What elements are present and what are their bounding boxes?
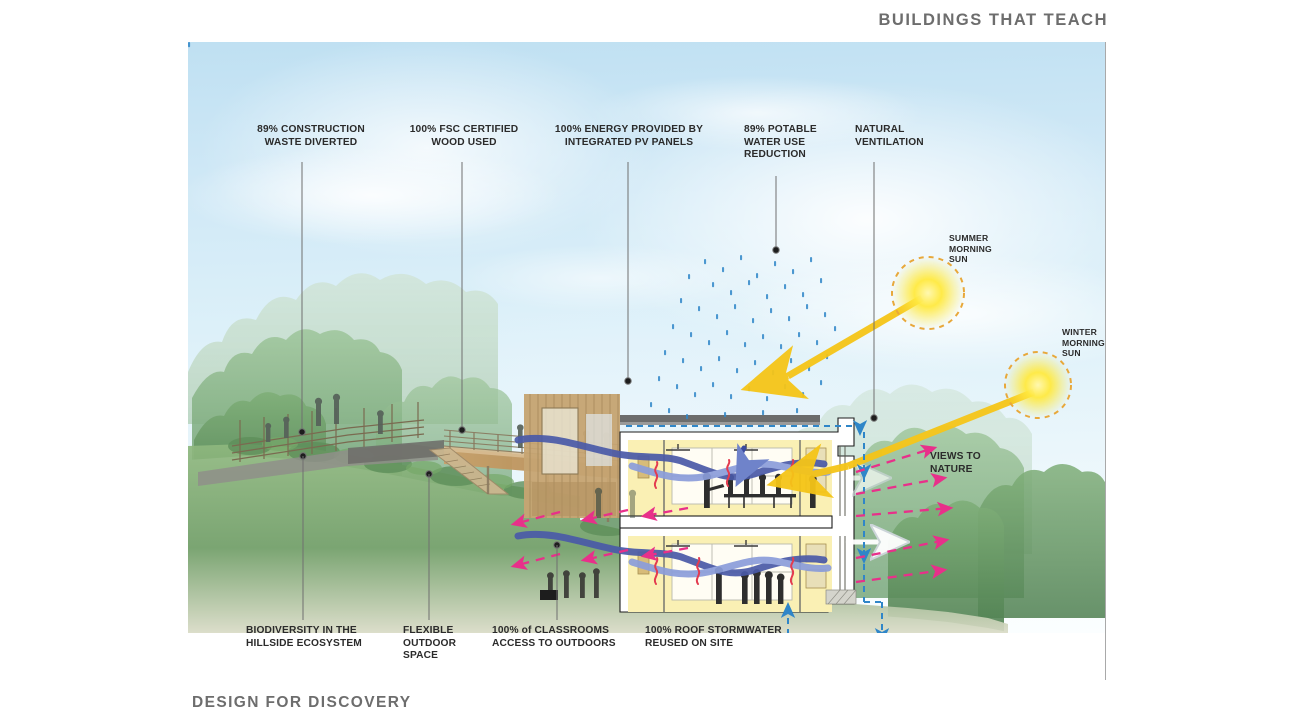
callout-natural-ventilation: NATURAL VENTILATION [855,124,924,148]
callout-fsc-wood: 100% FSC CERTIFIED WOOD USED [409,124,519,148]
stormwater-routing [626,420,890,633]
top-leader-lines [298,162,878,436]
callout-pv-energy: 100% ENERGY PROVIDED BY INTEGRATED PV PA… [554,124,704,148]
stack-ventilation-arrow [735,443,770,487]
winter-morning-sun [1004,351,1072,419]
summer-morning-sun [891,256,965,330]
callout-water-use: 89% POTABLE WATER USE REDUCTION [744,124,817,161]
winter-sun-ray-segment-a [846,388,1036,470]
callout-roof-stormwater: 100% ROOF STORMWATER REUSED ON SITE [645,625,782,649]
timber-entry-volume [524,394,620,518]
callout-biodiversity: BIODIVERSITY IN THE HILLSIDE ECOSYSTEM [246,625,362,649]
callout-classroom-outdoor-access: 100% of CLASSROOMS ACCESS TO OUTDOORS [492,625,616,649]
lower-floor-occupants [714,566,785,604]
callout-waste-diverted: 89% CONSTRUCTION WASTE DIVERTED [257,124,365,148]
label-summer-morning-sun: SUMMER MORNING SUN [949,233,992,265]
callout-flexible-outdoor-space: FLEXIBLE OUTDOOR SPACE [403,625,457,662]
diagram-artwork [188,42,1106,633]
right-edge-rule [1105,42,1107,680]
bottom-leader-lines [299,452,561,620]
label-views-to-nature: VIEWS TO NATURE [930,451,981,475]
scene-svg [188,42,1106,633]
label-winter-morning-sun: WINTER MORNING SUN [1062,327,1105,359]
winter-sun-ray-segment-b [766,443,849,499]
views-to-nature-arrows [510,444,954,584]
page-title: BUILDINGS THAT TEACH [878,11,1108,29]
balcony-people [594,487,637,518]
page-footer-title: DESIGN FOR DISCOVERY [192,694,412,711]
summer-sun-ray-segment-b [740,345,809,400]
solar-gain-rays [740,294,1036,499]
